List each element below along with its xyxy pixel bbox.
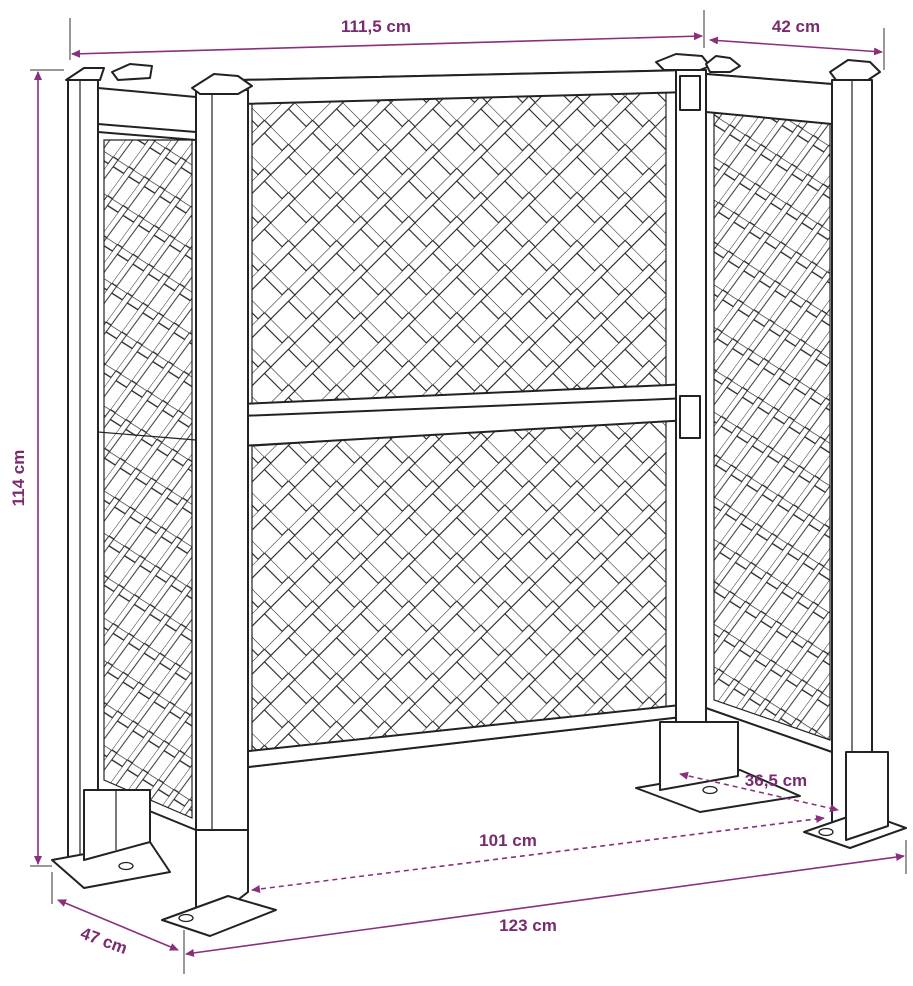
label-top-width: 111,5 cm (341, 17, 411, 36)
dimension-height: 114 cm (9, 69, 64, 867)
label-top-depth: 42 cm (772, 17, 820, 36)
dimension-inner-depth: 36,5 cm (679, 771, 839, 813)
left-back-post (51, 63, 171, 889)
dimension-bottom-depth: 47 cm (51, 872, 179, 958)
label-bottom-depth: 47 cm (78, 924, 130, 958)
label-inner-depth: 36,5 cm (745, 771, 807, 790)
dimension-top-width: 111,5 cm (69, 10, 705, 60)
left-side-panel (97, 87, 197, 831)
left-back-foot-hole (118, 861, 134, 871)
label-inner-width: 101 cm (479, 831, 537, 850)
right-front-post (803, 59, 907, 849)
front-panel (239, 69, 691, 769)
right-side-panel (705, 73, 833, 753)
label-bottom-width: 123 cm (499, 916, 557, 935)
label-height: 114 cm (9, 450, 28, 507)
dimension-top-depth: 42 cm (709, 17, 885, 70)
dimension-bottom-width: 123 cm (183, 840, 907, 974)
